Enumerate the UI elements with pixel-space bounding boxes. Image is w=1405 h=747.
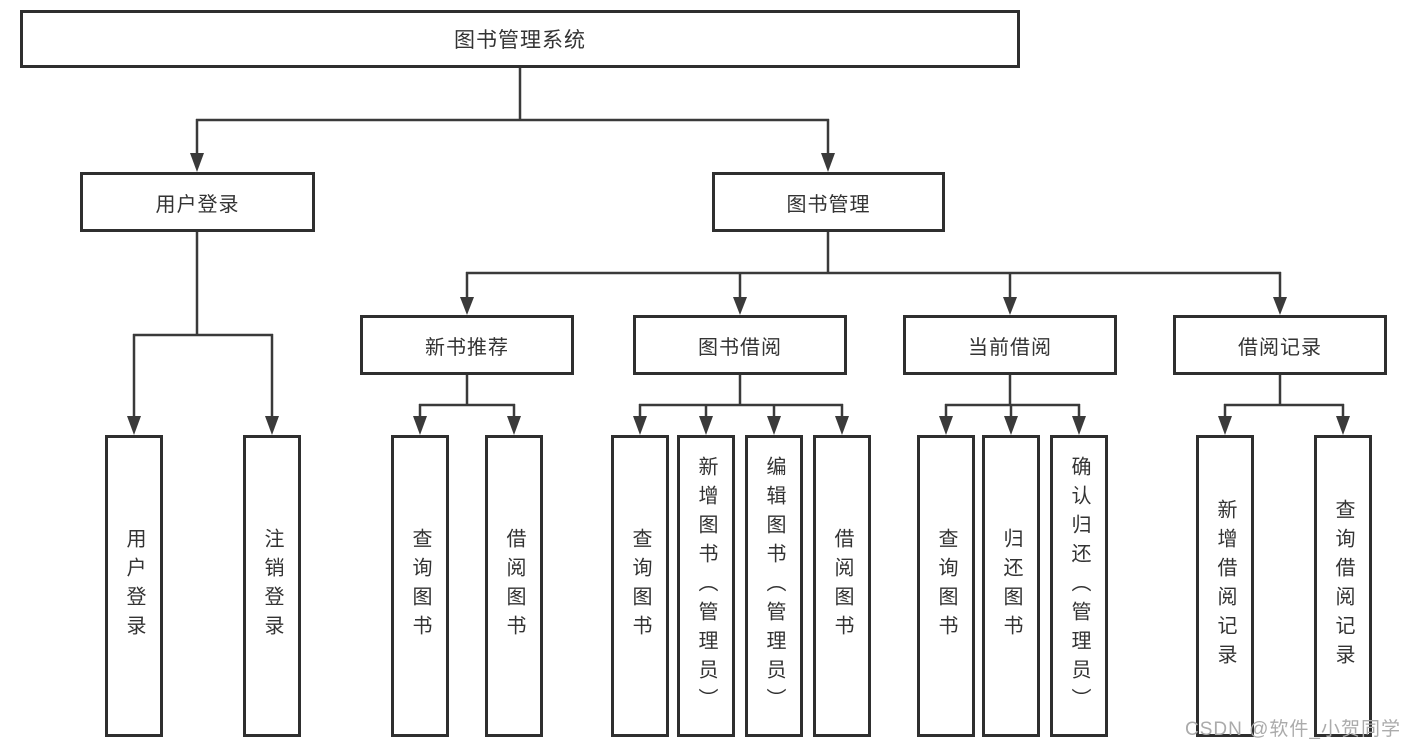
node-user-login-label: 用户登录	[155, 193, 240, 216]
node-leaf-query-book-3: 查询图书	[917, 435, 975, 737]
node-leaf-borrow-book-2: 借阅图书	[813, 435, 871, 737]
node-leaf-add-borrow-record-label: 新增借阅记录	[1214, 499, 1236, 673]
node-current-borrow-label: 当前借阅	[968, 336, 1052, 359]
connector-current-borrow	[939, 375, 1086, 435]
node-book-mgmt-label: 图书管理	[786, 193, 871, 216]
node-leaf-borrow-book-1-label: 借阅图书	[503, 528, 525, 644]
node-current-borrow: 当前借阅	[903, 315, 1117, 375]
node-new-book-rec: 新书推荐	[360, 315, 574, 375]
node-leaf-borrow-book-2-label: 借阅图书	[831, 528, 853, 644]
node-leaf-return-book: 归还图书	[982, 435, 1040, 737]
node-leaf-logout: 注销登录	[243, 435, 301, 737]
node-root: 图书管理系统	[20, 10, 1020, 68]
node-leaf-user-login: 用户登录	[105, 435, 163, 737]
node-leaf-add-book-admin: 新增图书（管理员）	[677, 435, 735, 737]
node-leaf-add-book-admin-label: 新增图书（管理员）	[695, 455, 717, 717]
node-leaf-query-book-2: 查询图书	[611, 435, 669, 737]
node-leaf-query-book-3-label: 查询图书	[935, 528, 957, 644]
node-leaf-confirm-return-admin: 确认归还（管理员）	[1050, 435, 1108, 737]
node-leaf-edit-book-admin-label: 编辑图书（管理员）	[763, 455, 785, 717]
connector-root	[190, 68, 835, 172]
node-borrow-records: 借阅记录	[1173, 315, 1387, 375]
node-book-mgmt: 图书管理	[712, 172, 945, 232]
watermark: CSDN @软件_小贺同学	[1185, 719, 1401, 740]
node-leaf-user-login-label: 用户登录	[123, 528, 145, 644]
connector-book-mgmt	[460, 232, 1287, 315]
node-leaf-query-borrow-record: 查询借阅记录	[1314, 435, 1372, 737]
node-leaf-borrow-book-1: 借阅图书	[485, 435, 543, 737]
node-book-borrow: 图书借阅	[633, 315, 847, 375]
node-leaf-edit-book-admin: 编辑图书（管理员）	[745, 435, 803, 737]
node-leaf-query-borrow-record-label: 查询借阅记录	[1332, 499, 1354, 673]
connector-book-borrow	[633, 375, 849, 435]
node-leaf-query-book-1-label: 查询图书	[409, 528, 431, 644]
node-leaf-query-book-1: 查询图书	[391, 435, 449, 737]
node-book-borrow-label: 图书借阅	[698, 336, 782, 359]
node-leaf-add-borrow-record: 新增借阅记录	[1196, 435, 1254, 737]
connector-user-login	[127, 232, 279, 435]
node-new-book-rec-label: 新书推荐	[425, 336, 509, 359]
node-user-login: 用户登录	[80, 172, 315, 232]
node-borrow-records-label: 借阅记录	[1238, 336, 1322, 359]
connector-new-book-rec	[413, 375, 521, 435]
connector-borrow-records	[1218, 375, 1350, 435]
node-root-label: 图书管理系统	[454, 29, 586, 52]
node-leaf-query-book-2-label: 查询图书	[629, 528, 651, 644]
node-leaf-return-book-label: 归还图书	[1000, 528, 1022, 644]
node-leaf-confirm-return-admin-label: 确认归还（管理员）	[1068, 455, 1090, 717]
node-leaf-logout-label: 注销登录	[261, 528, 283, 644]
